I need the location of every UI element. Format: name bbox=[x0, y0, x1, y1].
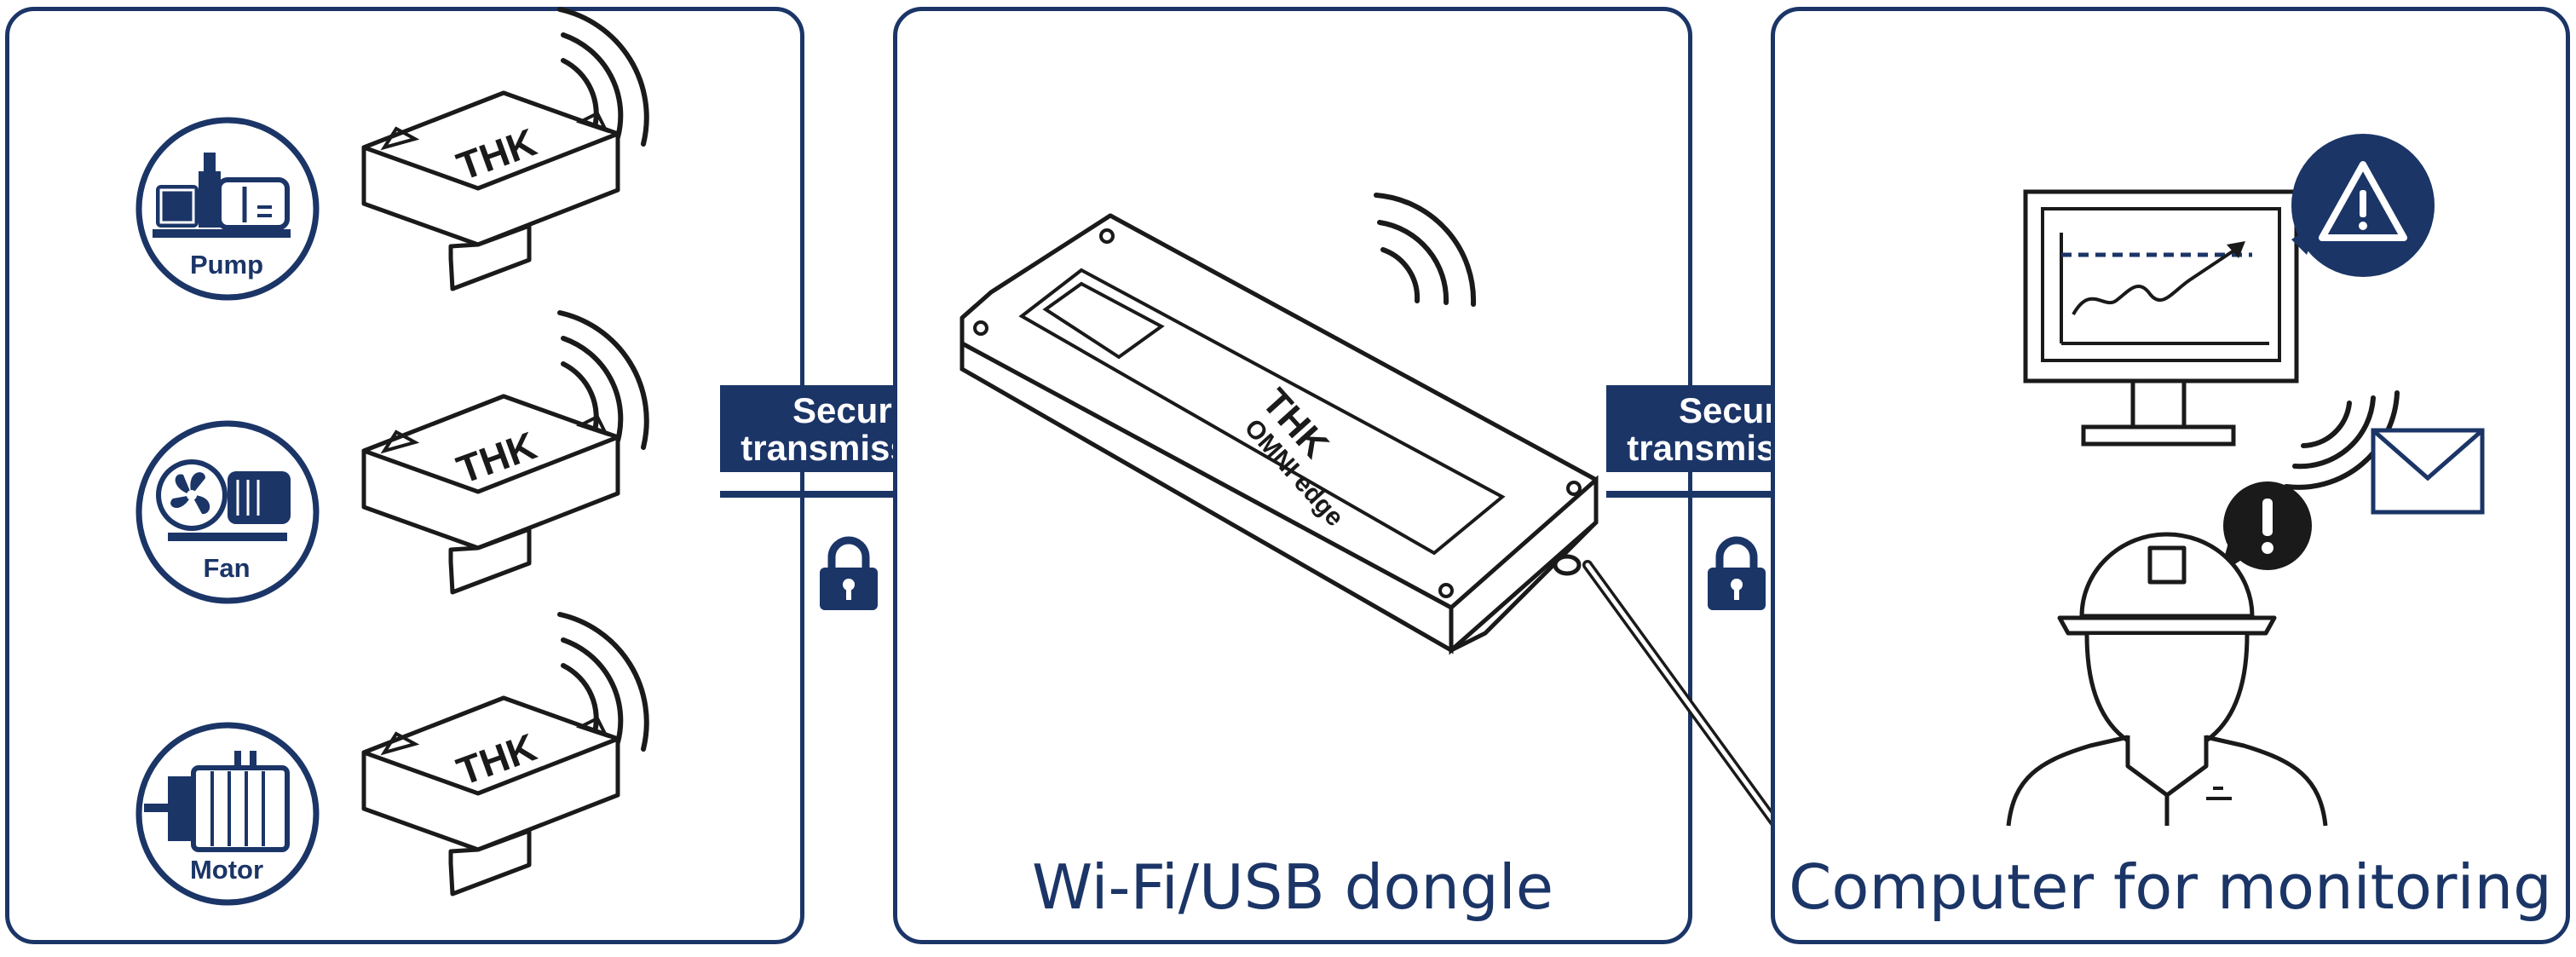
fan-icon bbox=[135, 420, 320, 604]
motor-label: Motor bbox=[189, 855, 264, 885]
vibration-sensor-1: THK bbox=[361, 7, 649, 291]
vibration-sensor-3: THK bbox=[361, 612, 649, 896]
motor-icon bbox=[135, 722, 320, 906]
monitor-icon bbox=[2023, 189, 2299, 447]
pump-icon bbox=[135, 117, 320, 301]
dongle-panel: THK OMNI edge Wi-Fi/USB dongle bbox=[893, 7, 1797, 944]
fan-label: Fan bbox=[203, 553, 251, 583]
sensors-panel: Pump Fan Motor bbox=[5, 7, 804, 944]
envelope-icon bbox=[2371, 428, 2485, 515]
monitoring-caption: Computer for monitoring bbox=[1789, 851, 2552, 923]
dongle-caption: Wi-Fi/USB dongle bbox=[1031, 851, 1554, 923]
connection-line bbox=[720, 491, 984, 498]
pump-label: Pump bbox=[189, 250, 264, 280]
connection-line bbox=[1606, 491, 1870, 498]
lock-icon bbox=[1708, 536, 1766, 610]
worker-icon bbox=[2006, 532, 2328, 827]
secure-label: Secure bbox=[792, 390, 913, 430]
vibration-sensor-2: THK bbox=[361, 310, 649, 595]
lock-icon bbox=[820, 536, 878, 610]
wifi-signal-icon bbox=[2284, 390, 2400, 490]
monitoring-panel: Computer for monitoring bbox=[1771, 7, 2570, 944]
warning-icon bbox=[2291, 134, 2435, 277]
omni-edge-dongle: THK OMNI edge bbox=[960, 193, 1797, 851]
wifi-signal-icon bbox=[1374, 193, 1477, 307]
